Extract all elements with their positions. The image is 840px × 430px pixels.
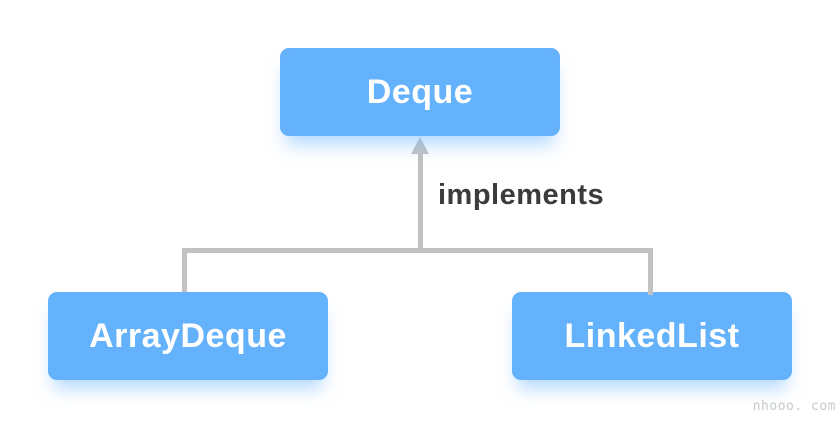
watermark: nhooo. com: [752, 399, 836, 414]
node-arraydeque: ArrayDeque: [48, 292, 328, 380]
connector-right-vertical-line: [648, 248, 653, 295]
connector-horizontal-line: [182, 248, 653, 253]
node-linkedlist: LinkedList: [512, 292, 792, 380]
node-deque-label: Deque: [366, 72, 474, 111]
node-deque: Deque: [280, 48, 560, 136]
connector-left-vertical-line: [182, 248, 187, 292]
node-linkedlist-label: LinkedList: [564, 316, 740, 355]
arrow-up-icon: [411, 137, 429, 154]
node-arraydeque-label: ArrayDeque: [89, 316, 287, 355]
edge-label-implements: implements: [438, 179, 605, 211]
connector-arrow-shaft: [418, 153, 423, 249]
